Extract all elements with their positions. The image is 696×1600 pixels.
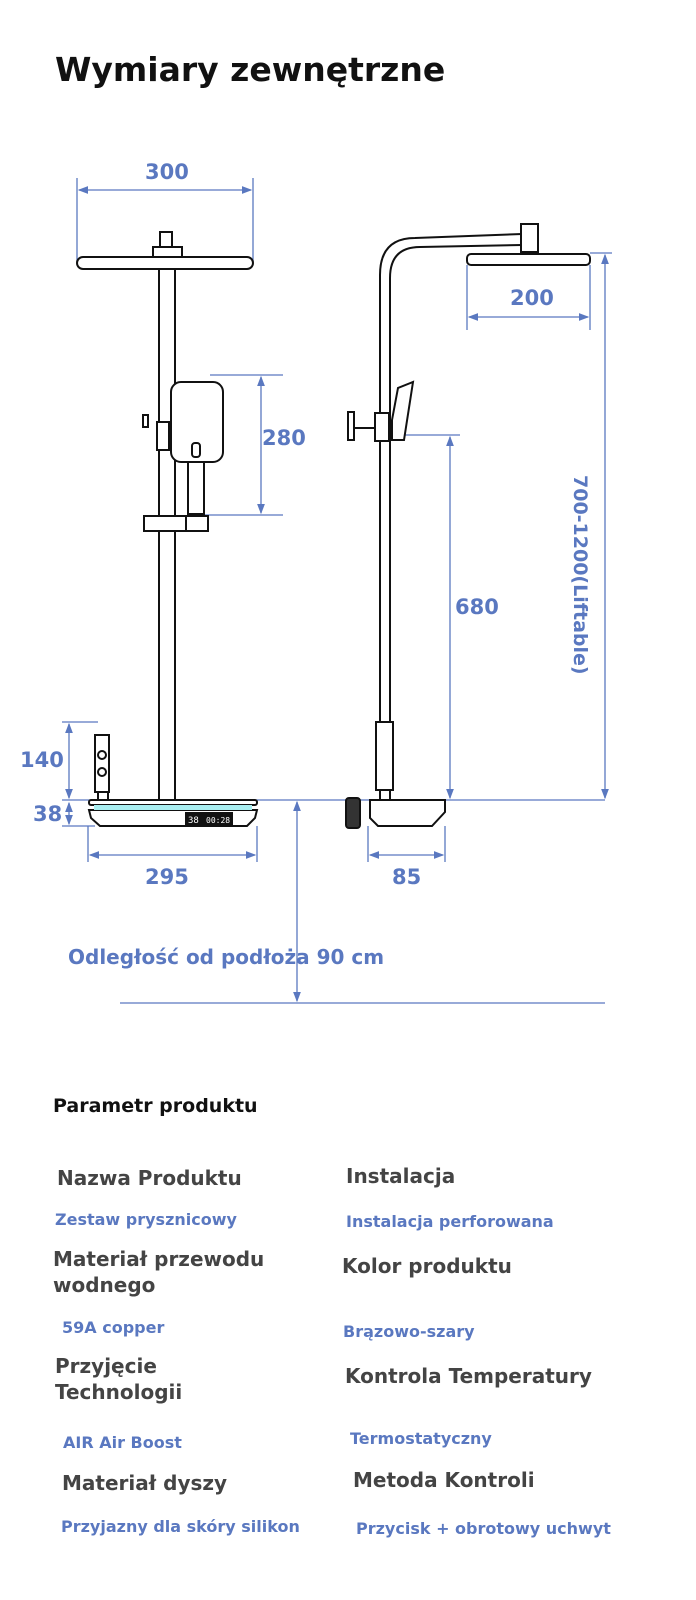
dim-base-height: 38 <box>33 802 63 826</box>
shower-front-view <box>76 231 259 827</box>
param-label: Nazwa Produktu <box>57 1166 242 1190</box>
dim-slide-height: 680 <box>455 595 499 619</box>
param-value: Brązowo-szary <box>343 1322 475 1341</box>
param-value: Przyjazny dla skóry silikon <box>61 1517 300 1536</box>
dim-side-head-depth: 200 <box>510 286 554 310</box>
param-label: Kontrola Temperatury <box>345 1364 592 1388</box>
floor-distance: Odległość od podłoża 90 cm <box>68 945 385 969</box>
dim-total-height: 700-1200(Liftable) <box>569 475 591 675</box>
dim-handheld-height: 280 <box>262 426 306 450</box>
param-label: Metoda Kontroli <box>353 1468 535 1492</box>
param-value: Przycisk + obrotowy uchwyt <box>356 1519 611 1538</box>
param-value: Zestaw prysznicowy <box>55 1210 237 1229</box>
page-title: Wymiary zewnętrzne <box>55 50 446 89</box>
dim-head-width: 300 <box>145 160 189 184</box>
param-value: AIR Air Boost <box>63 1433 182 1452</box>
param-label: Instalacja <box>346 1164 456 1188</box>
temperature-display <box>185 812 233 826</box>
param-label: Materiał dyszy <box>62 1471 228 1495</box>
param-label: Przyjęcie Technologii <box>55 1354 183 1404</box>
param-label: Materiał przewodu wodnego <box>53 1247 265 1297</box>
param-label: Kolor produktu <box>342 1254 512 1278</box>
dim-base-width: 295 <box>145 865 189 889</box>
dim-base-depth: 85 <box>392 865 422 889</box>
params-heading: Parametr produktu <box>53 1095 258 1117</box>
display-time: 00:28 <box>206 816 230 825</box>
light-strip <box>94 805 252 810</box>
param-value: Instalacja perforowana <box>346 1212 554 1231</box>
param-value: 59A copper <box>62 1318 165 1337</box>
shower-side-view <box>345 223 591 829</box>
dim-control-height: 140 <box>20 748 64 772</box>
dimension-diagram: 38 00:28 <box>62 178 612 1004</box>
display-temp: 38 <box>188 816 199 826</box>
param-value: Termostatyczny <box>350 1429 492 1448</box>
